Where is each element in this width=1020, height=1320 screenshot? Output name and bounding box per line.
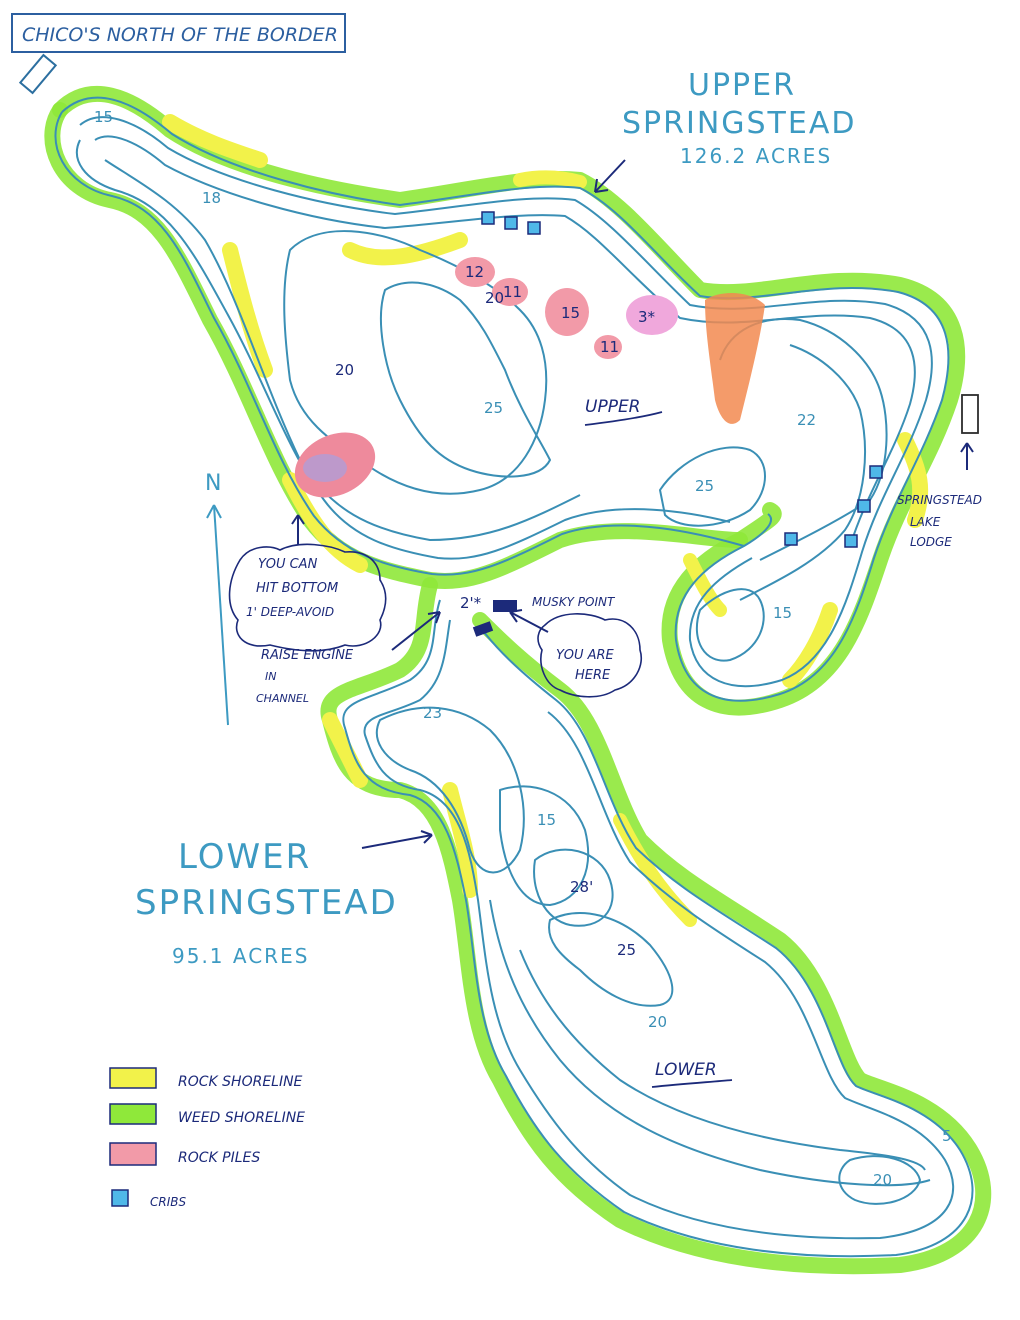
- depth-label: 23: [423, 704, 442, 722]
- arrow-raise-engine: [391, 611, 441, 651]
- dock-nw-icon: [18, 53, 58, 95]
- you-are-here-marker-icon: [472, 621, 494, 637]
- lower-basin-label: LOWER: [655, 1060, 717, 1080]
- north-arrow-icon: [206, 504, 229, 726]
- channel-depth-label: 2'*: [460, 594, 482, 612]
- depth-label: 5: [942, 1127, 952, 1145]
- rock-pile: [455, 257, 495, 287]
- warning-line2: HIT BOTTOM: [256, 581, 338, 596]
- lodge-label-line2: LAKE: [910, 515, 941, 529]
- rock-pile: [545, 288, 589, 336]
- cribs: [481, 211, 883, 548]
- rock-pile-depth: 12: [465, 263, 484, 281]
- depth-label: 20: [648, 1013, 667, 1031]
- raise-engine-line3: CHANNEL: [256, 692, 309, 705]
- crib-icon: [784, 532, 798, 546]
- lower-lake-name-line1: LOWER: [178, 837, 311, 877]
- you-are-here-line1: YOU ARE: [556, 648, 615, 663]
- depth-label: 28': [570, 878, 593, 896]
- depth-label: 25: [617, 941, 636, 959]
- rock-pile-depth: 11: [600, 338, 619, 356]
- depth-label: 15: [773, 604, 792, 622]
- arrow-lower-label: [361, 834, 433, 849]
- map-title: CHICO'S NORTH OF THE BORDER: [22, 24, 338, 46]
- rock-pile: [626, 295, 678, 335]
- depth-label: 22: [797, 411, 816, 429]
- north-label: N: [205, 471, 223, 496]
- rock-pile-depth: 15: [561, 304, 580, 322]
- title-box: [11, 13, 346, 53]
- crib-icon: [844, 534, 858, 548]
- warning-line1: YOU CAN: [258, 557, 318, 572]
- rock-point-feature: [705, 293, 765, 424]
- you-are-here-callout: [537, 613, 642, 698]
- rock-pile-depth: 20: [485, 289, 504, 307]
- rock-pile: [492, 278, 528, 306]
- legend-swatch-cribs: [111, 1189, 129, 1207]
- you-are-here-line2: HERE: [575, 668, 611, 683]
- crib-icon: [857, 499, 871, 513]
- lower-lake-name-line2: SPRINGSTEAD: [135, 883, 398, 923]
- rock-piles: [294, 257, 678, 498]
- depth-label: 25: [695, 477, 714, 495]
- arrow-upper-label: [594, 159, 626, 193]
- musky-point-dock-icon: [493, 600, 517, 612]
- crib-icon: [869, 465, 883, 479]
- warning-callout: [228, 543, 387, 652]
- crib-icon: [481, 211, 495, 225]
- upper-lake-area: 126.2 ACRES: [680, 144, 832, 168]
- legend-swatch-rock-piles: [109, 1142, 157, 1166]
- depth-label: 15: [537, 811, 556, 829]
- lodge-label-line1: SPRINGSTEAD: [897, 493, 982, 507]
- legend-label: CRIBS: [150, 1195, 186, 1209]
- depth-contours: [54, 96, 974, 1258]
- arrow-you-are-here: [509, 611, 549, 633]
- legend-label: ROCK PILES: [178, 1150, 260, 1166]
- upper-basin-label: UPPER: [585, 397, 641, 417]
- warning-line3: 1' DEEP-AVOID: [246, 605, 334, 619]
- depth-label: 20: [335, 361, 354, 379]
- lower-lake-area: 95.1 ACRES: [172, 944, 309, 968]
- depth-label: 18: [202, 189, 221, 207]
- legend-swatch-weed-shoreline: [109, 1103, 157, 1125]
- legend-label: ROCK SHORELINE: [178, 1074, 303, 1090]
- depth-label: 20: [873, 1171, 892, 1189]
- shoreline-highlights: [44, 86, 992, 1275]
- musky-point-label: MUSKY POINT: [532, 595, 616, 609]
- legend-label: WEED SHORELINE: [178, 1110, 305, 1126]
- depth-label: 15: [94, 108, 113, 126]
- rock-pile-shallow: [303, 454, 347, 482]
- legend-swatch-rock-shoreline: [109, 1067, 157, 1089]
- raise-engine-line1: RAISE ENGINE: [261, 648, 354, 663]
- crib-icon: [527, 221, 541, 235]
- rock-pile-depth: 11: [503, 283, 522, 301]
- lodge-label-line3: LODGE: [910, 535, 952, 549]
- depth-label: 25: [484, 399, 503, 417]
- lodge-building-icon: [961, 394, 979, 434]
- legend: ROCK SHORELINE WEED SHORELINE ROCK PILES…: [109, 1067, 305, 1209]
- rock-pile: [594, 335, 622, 359]
- crib-icon: [504, 216, 518, 230]
- raise-engine-line2: IN: [265, 670, 276, 683]
- rock-pile-depth: 3*: [638, 308, 656, 326]
